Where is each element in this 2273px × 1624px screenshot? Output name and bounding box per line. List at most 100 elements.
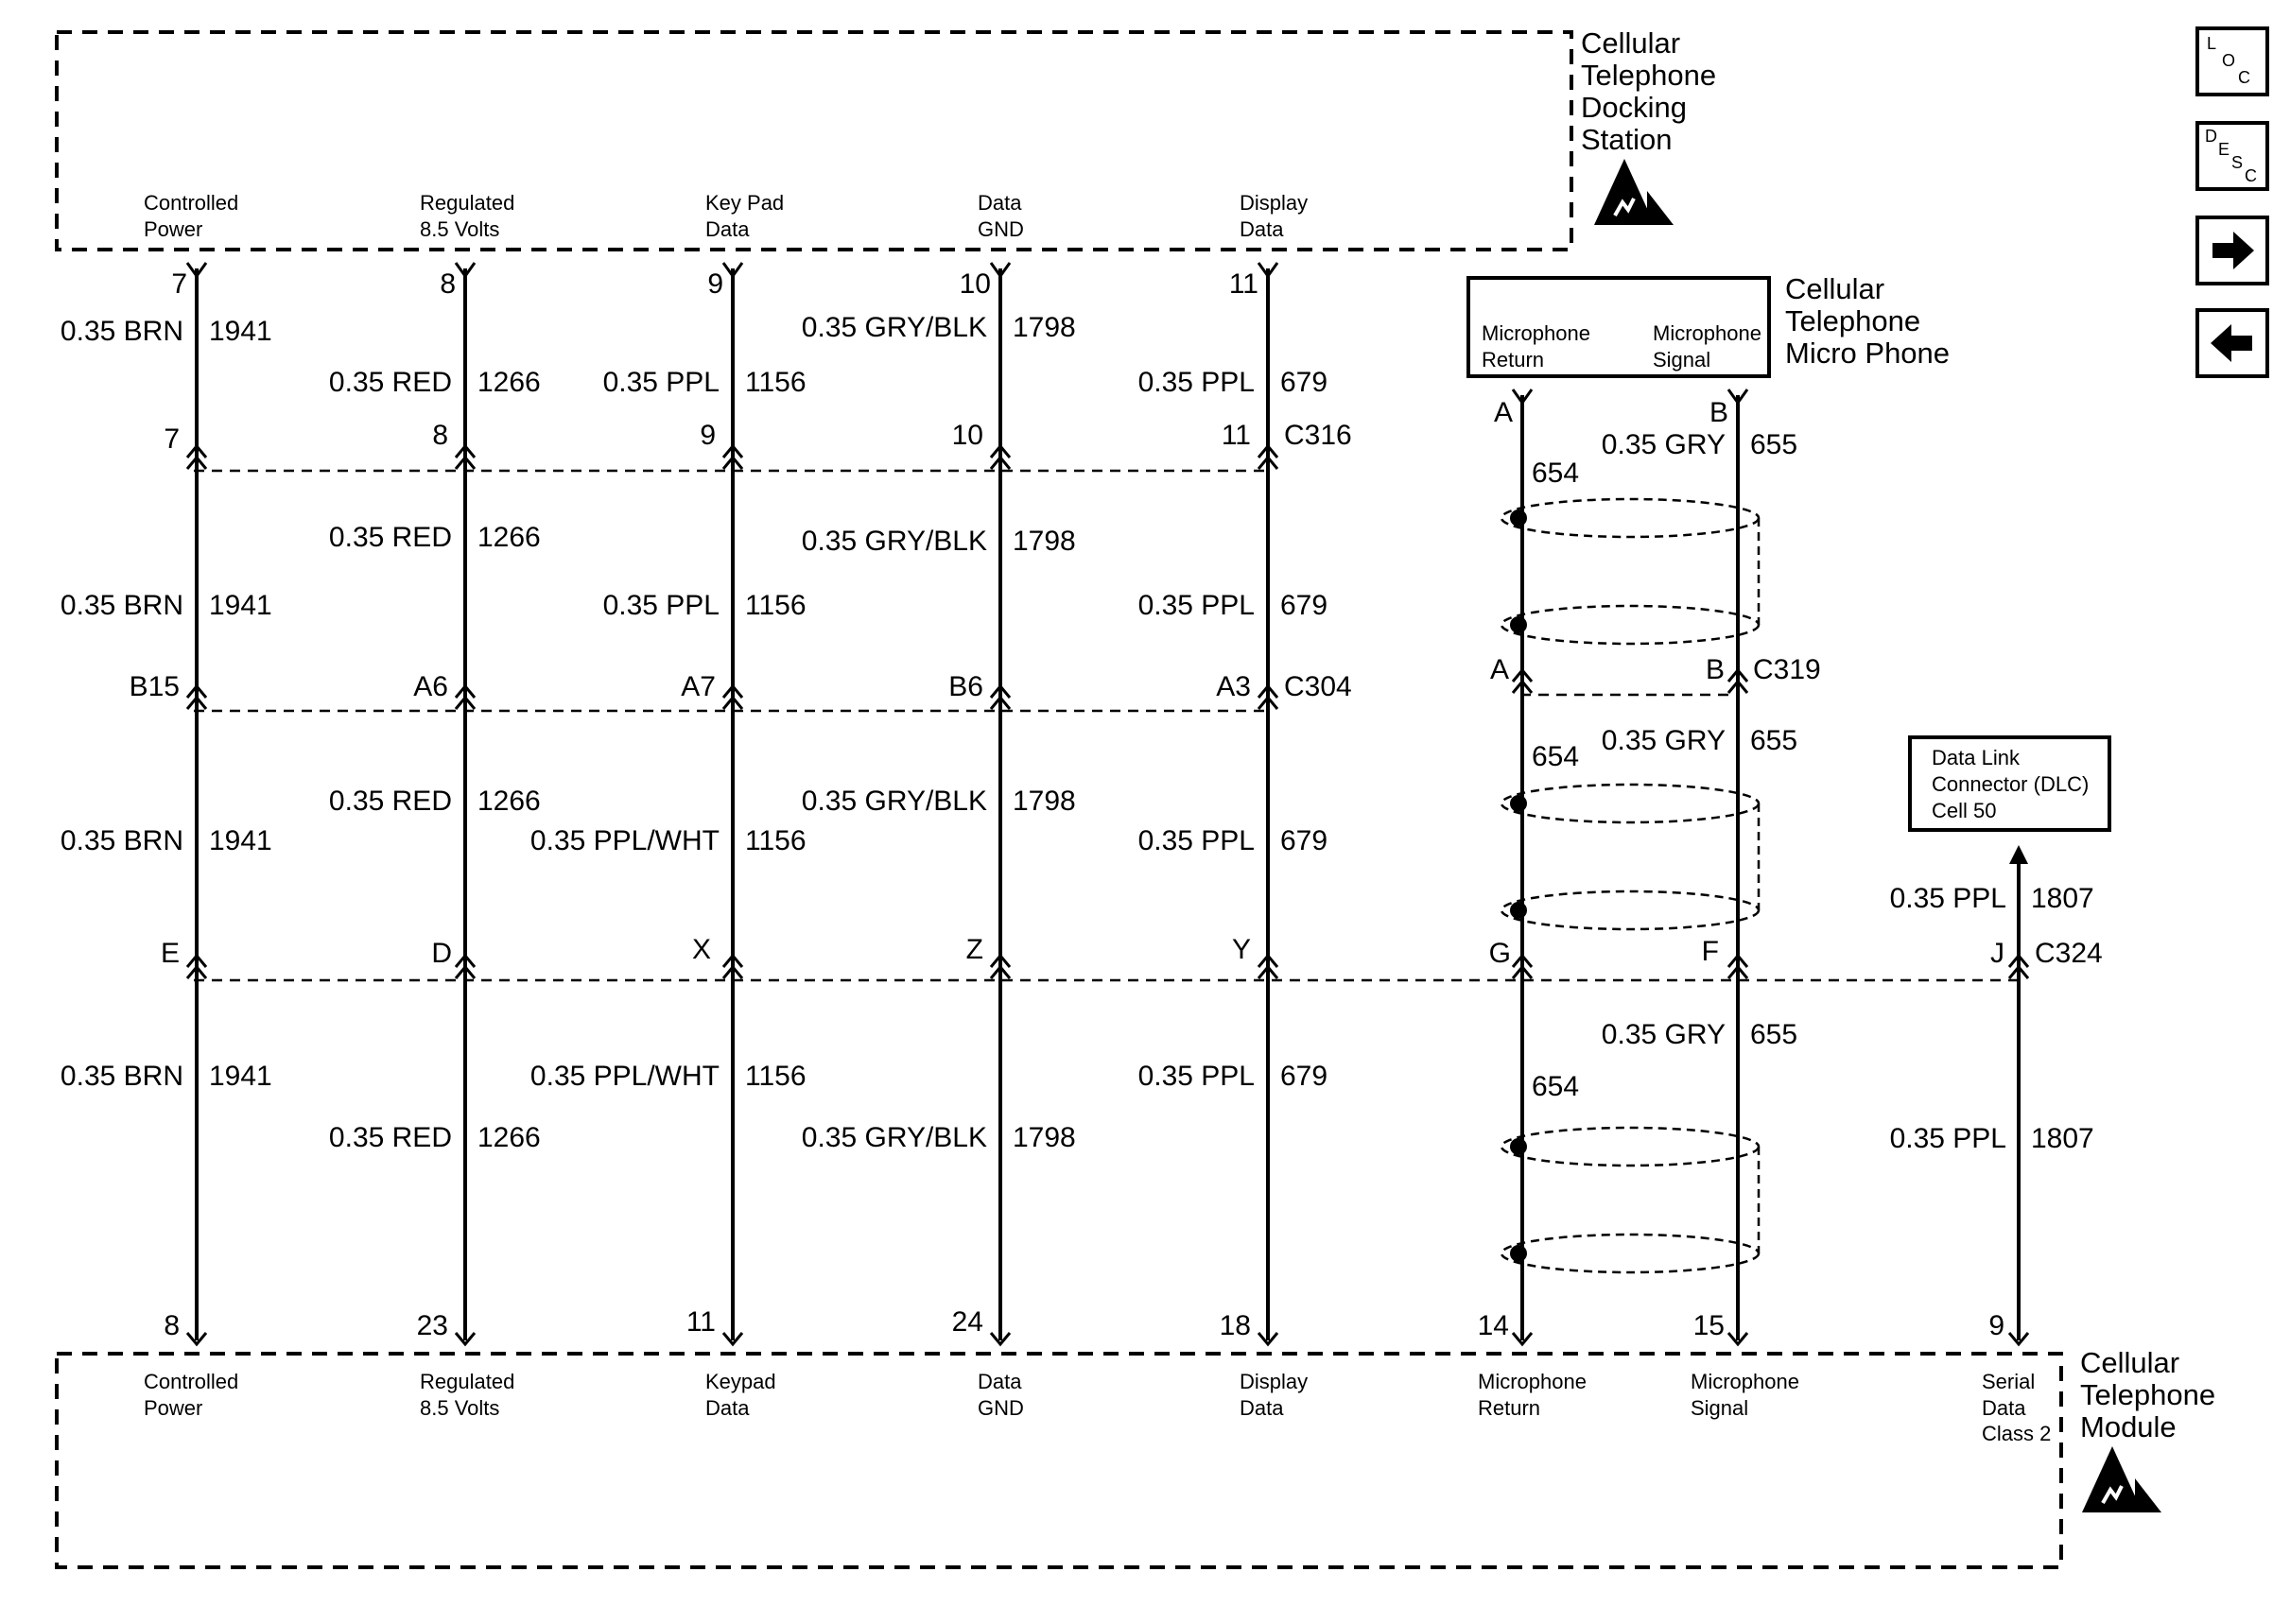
- module-pin-label-1b: Power: [144, 1396, 202, 1420]
- module-box: [55, 1352, 2063, 1569]
- dock-pin-label-1b: Power: [144, 217, 202, 241]
- module-terminal-1: 8: [164, 1310, 180, 1341]
- dock-terminal-2: 8: [440, 268, 456, 300]
- wire-color-label: 0.35 PPL: [603, 367, 720, 398]
- serial-circuit-label: 1807: [2031, 1123, 2094, 1154]
- c324-pin-5: Y: [1232, 934, 1251, 965]
- module-pin-label-8a: Serial: [1982, 1370, 2035, 1393]
- wire-circuit-label: 1798: [1013, 526, 1076, 557]
- module-pin-label-4b: GND: [978, 1396, 1024, 1420]
- dlc-label-2: Connector (DLC): [1932, 772, 2089, 796]
- docking-station-title-2: Telephone: [1581, 59, 1716, 92]
- module-title-1: Cellular: [2080, 1346, 2179, 1379]
- wire-circuit-label: 679: [1280, 825, 1327, 856]
- svg-text:D: D: [2205, 127, 2217, 146]
- esd-warning-icon: [2082, 1446, 2161, 1512]
- module-pin-label-6b: Return: [1478, 1396, 1540, 1420]
- module-pin-label-7a: Microphone: [1691, 1370, 1799, 1393]
- module-pin-label-5b: Data: [1240, 1396, 1284, 1420]
- c316-pin-4: 10: [952, 420, 983, 451]
- c316-pin-1: 7: [164, 423, 180, 455]
- c316-pin-2: 8: [432, 420, 448, 451]
- wire-color-label: 0.35 PPL: [603, 590, 720, 621]
- svg-text:O: O: [2222, 51, 2235, 70]
- dock-pin-label-3b: Data: [705, 217, 750, 241]
- dock-pin-label-1a: Controlled: [144, 191, 238, 215]
- wire-color-label: 0.35 PPL/WHT: [530, 1061, 720, 1092]
- terminal-symbols: [185, 262, 2030, 1347]
- wire-color-label: 0.35 BRN: [61, 825, 183, 856]
- module-title-2: Telephone: [2080, 1378, 2215, 1411]
- connector-c324-label: C324: [2035, 938, 2103, 969]
- wire-color-label: 0.35 PPL: [1138, 825, 1255, 856]
- connector-c304-label: C304: [1284, 671, 1352, 702]
- connector-c316-label: C316: [1284, 420, 1352, 451]
- loc-button[interactable]: L O C: [2195, 26, 2269, 96]
- microphone-title-2: Telephone: [1785, 304, 1920, 337]
- c319-pin-b: B: [1706, 654, 1725, 685]
- c304-pin-1: B15: [130, 671, 180, 702]
- dock-pin-label-4a: Data: [978, 191, 1022, 215]
- forward-button[interactable]: [2195, 216, 2269, 285]
- back-button[interactable]: [2195, 308, 2269, 378]
- module-terminal-3: 11: [686, 1306, 716, 1338]
- mic-pin-label-2a: Microphone: [1653, 321, 1761, 345]
- wire-color-label: 0.35 RED: [329, 522, 452, 553]
- mic-pin-label-2b: Signal: [1653, 348, 1710, 371]
- wire-color-label: 0.35 RED: [329, 367, 452, 398]
- docking-station-title-3: Docking: [1581, 91, 1687, 124]
- c324-pin-8: J: [1990, 938, 2004, 969]
- wire-circuit-label: 1156: [745, 590, 807, 621]
- wire-circuit-label: 1266: [477, 786, 541, 817]
- desc-button[interactable]: D E S C: [2195, 121, 2269, 191]
- microphone-title-3: Micro Phone: [1785, 337, 1950, 370]
- c316-pin-3: 9: [700, 420, 716, 451]
- module-pin-label-6a: Microphone: [1478, 1370, 1587, 1393]
- serial-color-label: 0.35 PPL: [1890, 883, 2006, 914]
- microphone-box: [1466, 276, 1771, 378]
- wire-circuit-label: 1941: [209, 316, 272, 347]
- wire-circuit-label: 1798: [1013, 786, 1076, 817]
- docking-station-box: [55, 30, 1573, 251]
- mic-terminal-b: B: [1709, 397, 1728, 428]
- mic-signal-circuit-label: 655: [1750, 725, 1797, 756]
- docking-station-title-4: Station: [1581, 123, 1673, 156]
- wire-circuit-label: 1798: [1013, 1122, 1076, 1153]
- wire-color-label: 0.35 PPL: [1138, 367, 1255, 398]
- wire-circuit-label: 1156: [745, 825, 807, 856]
- module-terminal-2: 23: [417, 1310, 448, 1341]
- svg-text:C: C: [2245, 166, 2257, 185]
- arrow-up-icon: [2009, 845, 2028, 864]
- c319-pin-a: A: [1490, 654, 1509, 685]
- wire-color-label: 0.35 GRY/BLK: [802, 1122, 987, 1153]
- dock-pin-label-5b: Data: [1240, 217, 1284, 241]
- c324-pin-4: Z: [966, 934, 983, 965]
- module-title-3: Module: [2080, 1410, 2177, 1443]
- wire-color-label: 0.35 RED: [329, 786, 452, 817]
- module-pin-label-2a: Regulated: [420, 1370, 514, 1393]
- wire-circuit-label: 1266: [477, 522, 541, 553]
- mic-signal-color-label: 0.35 GRY: [1602, 1019, 1726, 1050]
- c304-pin-5: A3: [1216, 671, 1251, 702]
- dock-pin-label-5a: Display: [1240, 191, 1308, 215]
- wire-color-label: 0.35 BRN: [61, 316, 183, 347]
- wire-circuit-label: 1798: [1013, 312, 1076, 343]
- c324-pin-1: E: [161, 938, 180, 969]
- svg-text:L: L: [2207, 34, 2216, 53]
- c324-pin-2: D: [431, 938, 452, 969]
- dock-terminal-5: 11: [1229, 268, 1258, 300]
- mic-pin-label-1b: Return: [1482, 348, 1544, 371]
- mic-return-circuit-label: 654: [1532, 458, 1579, 489]
- dock-pin-label-2a: Regulated: [420, 191, 514, 215]
- wire-circuit-label: 1266: [477, 1122, 541, 1153]
- wire-color-label: 0.35 BRN: [61, 1061, 183, 1092]
- mic-signal-color-label: 0.35 GRY: [1602, 429, 1726, 460]
- mic-terminal-a: A: [1494, 397, 1513, 428]
- wire-circuit-label: 1941: [209, 590, 272, 621]
- wire-color-label: 0.35 RED: [329, 1122, 452, 1153]
- wire-circuit-label: 1941: [209, 1061, 272, 1092]
- dlc-box: [1908, 735, 2111, 832]
- dock-terminal-1: 7: [171, 268, 187, 300]
- wire-color-label: 0.35 GRY/BLK: [802, 786, 987, 817]
